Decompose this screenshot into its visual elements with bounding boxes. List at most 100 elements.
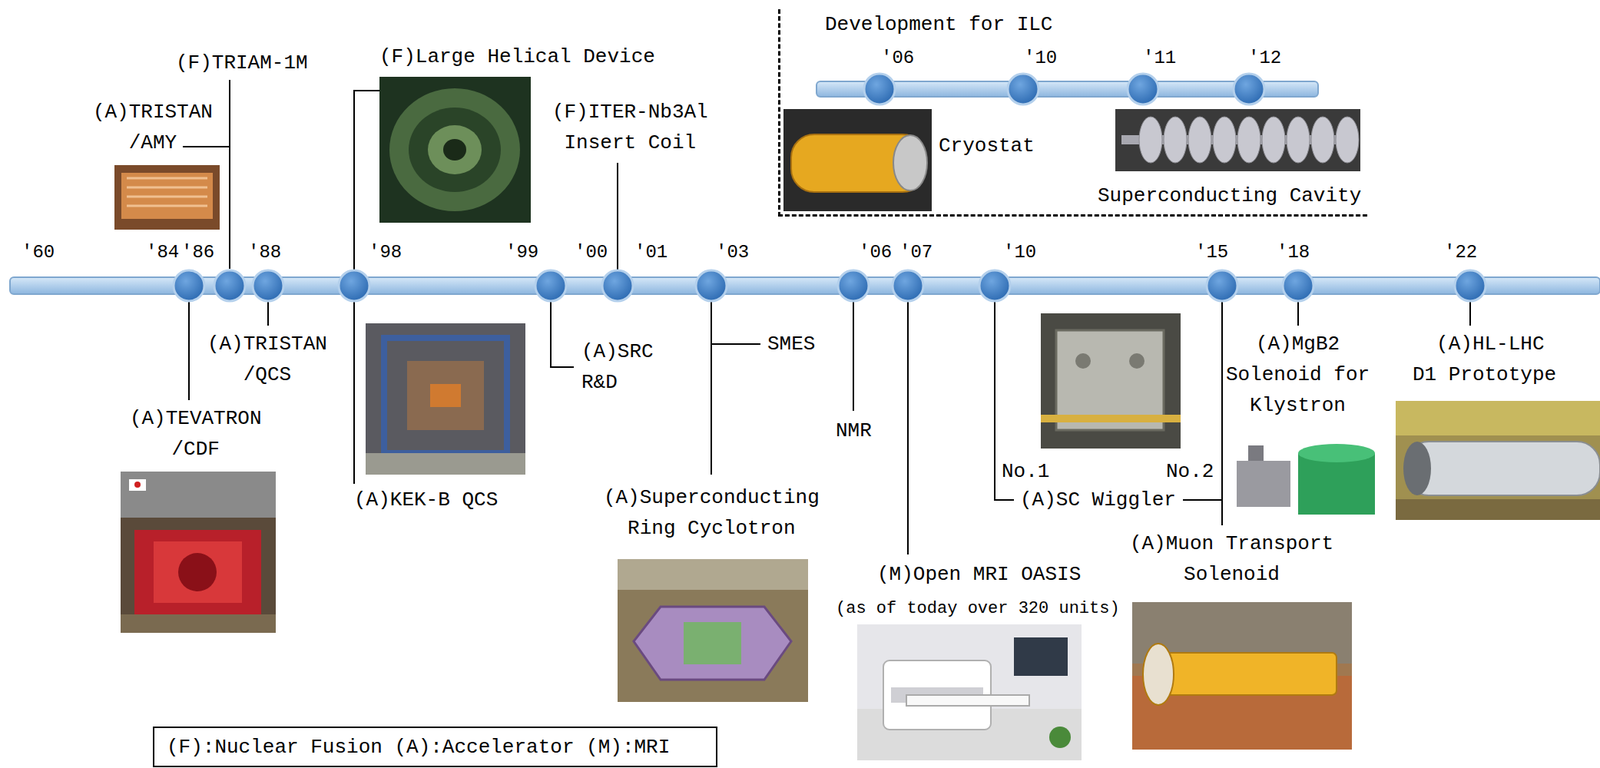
timeline-dot — [602, 270, 633, 302]
illustration-part — [427, 125, 482, 175]
photo-mgb2 — [1228, 431, 1383, 527]
item-label: (A)TRISTAN /QCS — [204, 328, 331, 391]
photo-kekb — [365, 323, 526, 475]
illustration-part — [893, 135, 928, 191]
timeline-dot — [252, 270, 284, 302]
item-label: (A)Muon Transport Solenoid — [1126, 528, 1337, 590]
year-label: '15 — [1195, 240, 1229, 266]
year-label: '60 — [21, 240, 55, 266]
illustration-part — [1129, 353, 1145, 369]
illustration-part — [1139, 116, 1163, 163]
item-label: (A)Superconducting Ring Cyclotron — [600, 482, 823, 544]
illustration-part — [1403, 441, 1432, 496]
item-label: (A)TEVATRON /CDF — [126, 403, 265, 465]
item-label: SMES — [767, 328, 815, 360]
illustration-part — [906, 695, 1030, 706]
item-label: (A)TRISTAN /AMY — [89, 96, 216, 159]
item-label: (A)SRC R&D — [581, 336, 660, 398]
illustration-part — [633, 606, 792, 680]
leader-line — [711, 343, 761, 345]
year-label: '00 — [574, 240, 608, 266]
illustration-part — [365, 323, 526, 475]
timeline-dot — [1282, 270, 1314, 302]
illustration-part — [1049, 726, 1071, 749]
box-heading: (F):Nuclear Fusion (A):Accelerator (M):M… — [166, 732, 670, 763]
illustration-part — [1040, 313, 1181, 449]
photo-amy — [114, 165, 220, 230]
ilc-timeline-dots — [864, 73, 1265, 105]
illustration-part — [384, 337, 507, 454]
item-label: (A)KEK-B QCS — [354, 484, 498, 516]
illustration-part — [1013, 637, 1068, 676]
photo-wiggler — [1040, 313, 1181, 449]
item-label: No.2 — [1166, 456, 1214, 487]
timeline-dot — [214, 270, 246, 302]
illustration-part — [153, 541, 242, 603]
photo-cryostat — [783, 109, 932, 212]
year-label: '18 — [1276, 240, 1310, 266]
illustration-part — [1298, 443, 1375, 463]
timeline-dot — [864, 73, 895, 105]
illustration-part — [430, 384, 461, 408]
item-label: (M)Open MRI OASIS — [877, 559, 1081, 590]
leader-line — [907, 291, 909, 555]
illustration-part — [783, 109, 932, 212]
illustration-part — [129, 479, 146, 491]
timeline-dot — [1127, 73, 1159, 105]
leader-line — [616, 162, 619, 277]
illustration-part — [134, 530, 262, 615]
illustration-part — [1395, 400, 1600, 521]
photo-sc-cavity — [1115, 109, 1361, 172]
year-label: '12 — [1248, 46, 1282, 71]
item-label: (as of today over 320 units) — [835, 597, 1120, 621]
year-label: '11 — [1142, 46, 1176, 71]
photo-cyclotron — [617, 559, 809, 703]
box-heading: Development for ILC — [824, 9, 1053, 40]
timeline-dot — [338, 270, 370, 302]
illustration-part — [617, 559, 809, 590]
leader-line — [182, 145, 230, 148]
illustration-part — [126, 178, 208, 206]
leader-line — [353, 291, 355, 484]
illustration-part — [365, 453, 526, 475]
illustration-part — [120, 471, 276, 518]
illustration-part — [1152, 652, 1337, 696]
illustration-part — [389, 88, 521, 212]
illustration-part — [120, 471, 276, 633]
year-label: '88 — [248, 240, 282, 266]
timeline-dot — [1454, 270, 1486, 302]
item-label: (A)SC Wiggler — [1020, 484, 1176, 516]
timeline-dot — [535, 270, 567, 302]
item-label: Superconducting Cavity — [1097, 180, 1362, 212]
item-label: NMR — [835, 415, 872, 447]
illustration-part — [1212, 116, 1236, 163]
illustration-part — [1142, 643, 1174, 706]
illustration-part — [1262, 116, 1286, 163]
timeline-dot — [173, 270, 205, 302]
timeline-dot — [1233, 73, 1265, 105]
leader-line — [852, 291, 855, 411]
year-label: '01 — [634, 240, 668, 266]
leader-line — [1221, 291, 1223, 526]
leader-line — [550, 291, 574, 368]
illustration-part — [114, 165, 220, 230]
timeline-dots — [173, 270, 1486, 302]
illustration-part — [1248, 445, 1264, 461]
item-label: Cryostat — [938, 130, 1035, 162]
photo-mri — [857, 624, 1082, 761]
illustration-part — [1311, 116, 1335, 163]
timeline-dot — [695, 270, 727, 302]
item-label: (A)MgB2 Solenoid for Klystron — [1222, 328, 1373, 421]
leader-lines — [182, 79, 1471, 555]
leader-line — [228, 79, 231, 269]
item-label: (F)ITER-Nb3Al Insert Coil — [549, 96, 712, 159]
illustration-part — [857, 624, 1082, 761]
photo-tevatron — [120, 471, 276, 633]
illustration-part — [1237, 116, 1261, 163]
illustration-part — [407, 361, 484, 431]
legend-box: (F):Nuclear Fusion (A):Accelerator (M):M… — [152, 726, 718, 768]
illustration-part — [134, 481, 141, 488]
illustration-part — [1236, 460, 1291, 507]
year-label: '99 — [505, 240, 539, 266]
